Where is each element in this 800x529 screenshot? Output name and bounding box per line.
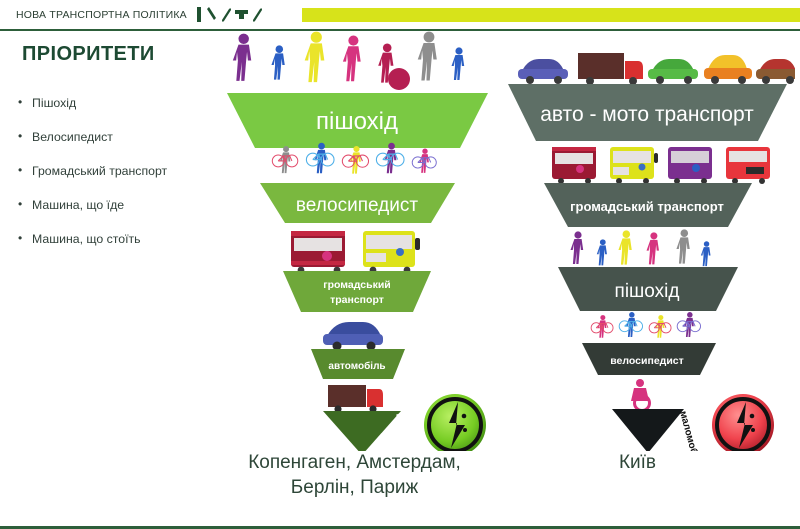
level-buses-icons <box>552 147 770 184</box>
bus-purple <box>668 147 712 184</box>
red-priority-badge <box>712 394 774 451</box>
band-label-public-transport-line2: транспорт <box>330 294 384 306</box>
tram-icon <box>234 10 248 19</box>
bus-vehicle <box>363 231 420 274</box>
tram-vehicle <box>291 231 345 274</box>
band-label-public-transport-line1: громадський <box>323 279 391 291</box>
list-item: Пішохід <box>18 95 210 110</box>
band-cyclist <box>260 183 455 223</box>
cyclist-icon <box>206 7 216 20</box>
level-transit-icons <box>291 231 420 274</box>
sidebar: ПРІОРИТЕТИ Пішохід Велосипедист Громадсь… <box>0 31 210 471</box>
band-low-mobility <box>612 409 684 451</box>
band-label-low-mobility: маломобільні <box>677 410 706 451</box>
level-car-icon <box>323 322 383 351</box>
pedestrian-icon <box>196 7 201 22</box>
band-label-pedestrian: пішохід <box>316 108 398 135</box>
band-cyclist-right <box>582 343 716 375</box>
list-item: Велосипедист <box>18 129 210 144</box>
band-label-auto-moto: авто - мото транспорт <box>540 103 754 126</box>
list-item: Машина, що стоїть <box>18 231 210 246</box>
car-red <box>756 59 795 84</box>
page-title: ПРІОРИТЕТИ <box>22 43 155 65</box>
band-label-car: автомобіль <box>328 360 385 372</box>
bus-red <box>726 147 770 184</box>
band-car <box>311 349 405 379</box>
bus-darkred <box>552 147 596 184</box>
bus-icon <box>221 8 231 22</box>
pyramid-best-practice: пішохід <box>215 31 500 451</box>
list-item: Машина, що їде <box>18 197 210 212</box>
band-label-cyclist: велосипедист <box>296 195 418 216</box>
footer-divider <box>0 526 800 529</box>
caption-right: Київ <box>618 452 657 473</box>
band-pedestrian-right <box>558 267 738 311</box>
truck-brown-red <box>578 53 643 85</box>
band-trucks <box>323 411 401 451</box>
level-cars-icons <box>518 53 795 85</box>
pyramid-right-graphic: авто - мото транспорт <box>508 53 795 451</box>
slide-header: НОВА ТРАНСПОРТНА ПОЛІТИКА <box>0 0 800 29</box>
bus-yellow <box>610 147 658 184</box>
level-truck-icon <box>328 385 383 413</box>
band-label-cyclist-right: велосипедист <box>610 355 684 367</box>
header-title: НОВА ТРАНСПОРТНА ПОЛІТИКА <box>16 8 187 21</box>
pyramid-kyiv: авто - мото транспорт <box>500 31 795 451</box>
level-pedestrian-icons <box>232 31 465 90</box>
priority-list: Пішохід Велосипедист Громадський транспо… <box>18 95 210 246</box>
level-cyclist-icons-right <box>590 312 702 338</box>
band-public-transport <box>283 271 431 312</box>
caption-left: Копенгаген, Амстердам, Берлін, Париж <box>248 452 461 498</box>
band-public-transport-right <box>544 183 752 227</box>
band-label-trucks: вантажівки <box>393 412 421 451</box>
level-wheelchair-icon <box>631 379 651 412</box>
car-icon <box>252 8 262 22</box>
green-priority-badge <box>424 394 486 451</box>
list-item: Громадський транспорт <box>18 163 210 178</box>
header-accent-bar <box>302 8 800 22</box>
pyramid-left-graphic: пішохід <box>227 31 488 451</box>
car-blue <box>518 59 568 84</box>
header-divider <box>0 29 800 31</box>
level-pedestrian-icons-right <box>570 229 711 267</box>
car-green <box>648 59 698 84</box>
header-icon-strip <box>196 7 262 22</box>
car-orange <box>704 55 752 84</box>
band-pedestrian <box>227 93 488 148</box>
band-label-pedestrian-right: пішохід <box>615 281 680 302</box>
band-label-public-transport-right: громадський транспорт <box>570 199 724 214</box>
band-auto-moto <box>508 84 787 141</box>
priority-pyramids: пішохід <box>210 31 800 451</box>
